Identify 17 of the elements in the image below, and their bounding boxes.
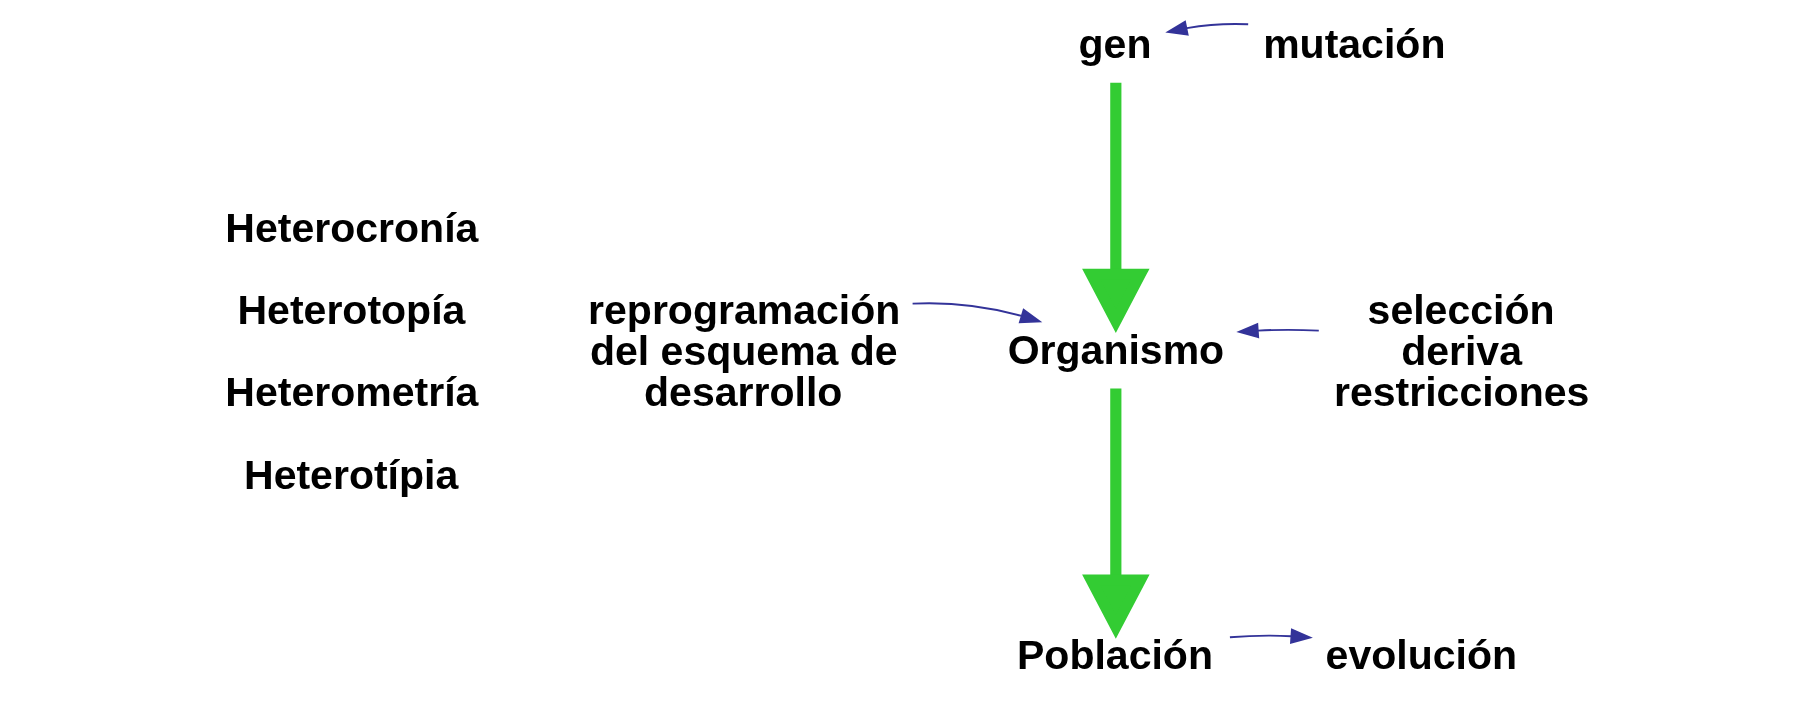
arrow bbox=[1164, 20, 1249, 36]
arrow bbox=[1228, 628, 1313, 644]
label: Heterocronía bbox=[224, 205, 478, 252]
label: Heterotopía bbox=[237, 287, 465, 334]
node-text: evolución bbox=[1325, 632, 1517, 679]
arrow bbox=[1235, 322, 1320, 339]
node-text: mutación bbox=[1262, 20, 1445, 67]
arrow bbox=[1081, 388, 1150, 639]
label: Heterotípia bbox=[243, 451, 458, 498]
arrow bbox=[911, 302, 1042, 324]
node-text: gen bbox=[1078, 20, 1151, 67]
node-text: selección deriva restricciones bbox=[1333, 287, 1589, 416]
label: Heterometría bbox=[224, 369, 478, 416]
node-text: Organismo bbox=[1007, 326, 1224, 373]
node-text: reprogramación del esquema de desarrollo bbox=[587, 287, 900, 416]
node-text: Población bbox=[1016, 632, 1213, 679]
arrow bbox=[1081, 82, 1150, 333]
